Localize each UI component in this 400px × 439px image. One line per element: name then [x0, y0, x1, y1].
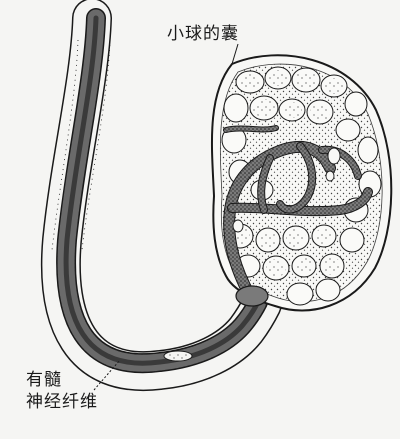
nerve-fiber	[40, 0, 282, 392]
corpuscle	[211, 54, 393, 312]
nerve-fiber-label-line2: 神经纤维	[26, 392, 98, 412]
axon	[63, 15, 261, 366]
nerve-terminals	[223, 125, 373, 302]
capsule-label: 小球的囊	[167, 24, 239, 44]
capsule-leader-line	[231, 43, 239, 65]
fiber-leader-line	[93, 359, 121, 391]
nerve-fiber-label-line1: 有髓	[26, 370, 62, 390]
fiber-entry	[235, 285, 269, 307]
